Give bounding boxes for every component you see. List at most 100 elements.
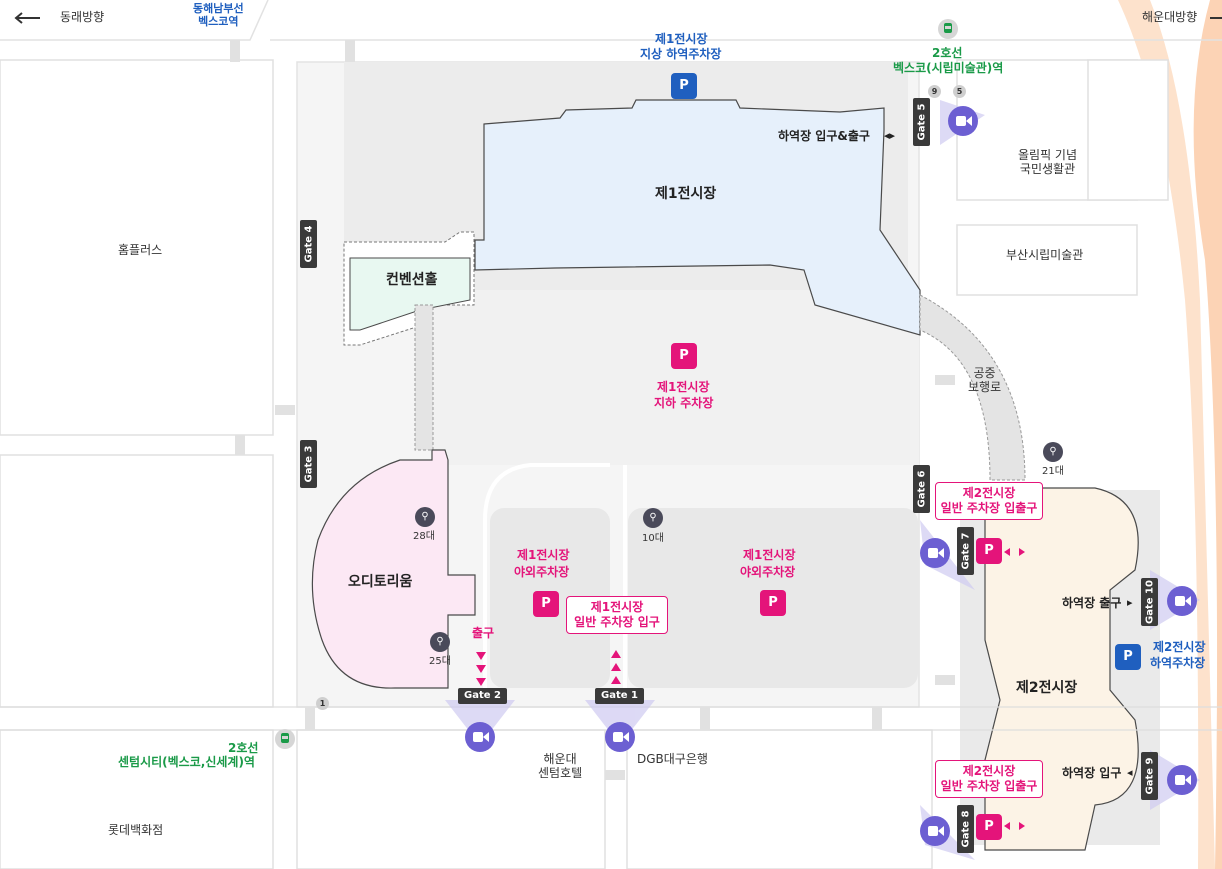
- donghae-station-label: 동해남부선 벡스코역: [193, 2, 244, 29]
- parking-icon[interactable]: P: [671, 73, 697, 99]
- exit-number-5: 5: [953, 85, 966, 98]
- hall2-unload-sub: 하역주차장: [1150, 656, 1206, 670]
- exit-number-1: 1: [316, 697, 329, 710]
- exit-number-9: 9: [928, 85, 941, 98]
- camera-icon[interactable]: [465, 722, 495, 752]
- camera-icon[interactable]: [605, 722, 635, 752]
- exit-label: 출구: [472, 626, 495, 640]
- parking-icon[interactable]: P: [976, 814, 1002, 840]
- lot-curve-deco: [483, 463, 627, 688]
- general-entrance-title: 제1전시장: [590, 600, 644, 614]
- homeplus-label: 홈플러스: [118, 243, 163, 257]
- ground-parking-sub: 지상 하역주차장: [640, 47, 722, 61]
- gate-6-label: Gate 6: [916, 470, 927, 508]
- gate-7-label: Gate 7: [960, 532, 971, 570]
- bicycle-icon: ⚲: [415, 507, 435, 527]
- highway-road-curve: [1118, 0, 1215, 869]
- gate-4-label: Gate 4: [303, 225, 314, 263]
- underground-title: 제1전시장: [657, 380, 710, 394]
- line2-centum-name: 센텀시티(벡스코,신세계)역: [118, 755, 255, 769]
- gate-1-label: Gate 1: [601, 690, 638, 701]
- hall1-shape: [474, 99, 921, 336]
- convention-label: 컨벤션홀: [386, 272, 438, 288]
- camera-icon[interactable]: [920, 816, 950, 846]
- outdoor-right-sub: 야외주차장: [740, 565, 796, 579]
- hall2-label: 제2전시장: [1016, 680, 1078, 696]
- outdoor-left-title: 제1전시장: [517, 548, 570, 562]
- arrow-right-icon: ▸: [1127, 596, 1133, 609]
- gate-9[interactable]: Gate 9: [1141, 752, 1158, 800]
- road-top: [0, 0, 1222, 41]
- unload-entry-label: 하역장 입구: [1062, 766, 1122, 780]
- auditorium-shape: [311, 449, 476, 689]
- bike-count-25: 25대: [429, 656, 451, 667]
- outdoor-left-sub: 야외주차장: [514, 565, 570, 579]
- gate-3[interactable]: Gate 3: [300, 440, 317, 488]
- bicycle-icon: ⚲: [430, 632, 450, 652]
- unload-entry-exit-label: 하역장 입구&출구: [778, 129, 870, 143]
- bidirectional-arrow-icon: ◂▸: [884, 129, 896, 142]
- hall1-label: 제1전시장: [655, 186, 717, 202]
- general-entrance-sub: 일반 주차장 입구: [574, 615, 660, 629]
- underground-sub: 지하 주차장: [654, 396, 714, 410]
- camera-icon[interactable]: [1167, 765, 1197, 795]
- bicycle-icon: ⚲: [1043, 442, 1063, 462]
- ground-parking-title: 제1전시장: [655, 32, 708, 46]
- highway-road: [1150, 0, 1222, 869]
- direction-right-label: 해운대방향: [1142, 10, 1198, 24]
- gate-2[interactable]: Gate 2: [458, 688, 507, 704]
- gate-5-label: Gate 5: [916, 103, 927, 141]
- parking-icon[interactable]: P: [976, 538, 1002, 564]
- camera-icon[interactable]: [948, 106, 978, 136]
- line2-bexco-line: 2호선: [932, 46, 963, 60]
- general-parking-entrance-box[interactable]: 제1전시장 일반 주차장 입구: [566, 596, 668, 634]
- lotte-label: 롯데백화점: [108, 823, 164, 837]
- museum-label: 부산시립미술관: [1006, 248, 1084, 262]
- crosswalks: [230, 40, 955, 780]
- gate-3-label: Gate 3: [303, 445, 314, 483]
- gate-2-label: Gate 2: [464, 690, 501, 701]
- gate-10-label: Gate 10: [1144, 580, 1155, 624]
- line2-centum-line: 2호선: [228, 741, 259, 755]
- camera-icon[interactable]: [1167, 586, 1197, 616]
- gate-8[interactable]: Gate 8: [957, 805, 974, 853]
- gate-8-label: Gate 8: [960, 810, 971, 848]
- unload-exit-label: 하역장 출구: [1062, 596, 1122, 610]
- city-blocks: [0, 59, 1169, 869]
- gate-7[interactable]: Gate 7: [957, 527, 974, 575]
- walkway: [414, 304, 434, 451]
- hall2-parking-bottom-title: 제2전시장: [962, 764, 1016, 778]
- gate-10[interactable]: Gate 10: [1141, 578, 1158, 626]
- gate-5[interactable]: Gate 5: [913, 98, 930, 146]
- train-icon: [938, 19, 958, 39]
- outdoor-right-title: 제1전시장: [743, 548, 796, 562]
- olympic-label: 올림픽 기념 국민생활관: [1018, 148, 1078, 177]
- parking-icon[interactable]: P: [1115, 644, 1141, 670]
- bike-count-21: 21대: [1042, 466, 1064, 477]
- hall2-parking-bottom-box[interactable]: 제2전시장 일반 주차장 입출구: [935, 760, 1043, 798]
- parking-icon[interactable]: P: [533, 591, 559, 617]
- hall2-parking-bottom-sub: 일반 주차장 입출구: [940, 779, 1038, 793]
- hall2-parking-top-title: 제2전시장: [962, 486, 1016, 500]
- bike-count-10: 10대: [642, 533, 664, 544]
- hall2-unload-title: 제2전시장: [1153, 640, 1206, 654]
- gate-6[interactable]: Gate 6: [913, 465, 930, 513]
- hall2-shape: [984, 487, 1139, 851]
- parking-icon[interactable]: P: [760, 590, 786, 616]
- auditorium-label: 오디토리움: [348, 574, 413, 590]
- gate-1[interactable]: Gate 1: [595, 688, 644, 704]
- direction-arrows: [476, 548, 1025, 830]
- bike-count-28: 28대: [413, 531, 435, 542]
- skywalk-shape: [919, 294, 1026, 481]
- hall2-parking-top-box[interactable]: 제2전시장 일반 주차장 입출구: [935, 482, 1043, 520]
- camera-icon[interactable]: [920, 538, 950, 568]
- centum-hotel-label: 해운대 센텀호텔: [538, 752, 583, 781]
- gate-9-label: Gate 9: [1144, 757, 1155, 795]
- skywalk-label: 공중 보행로: [968, 366, 1002, 395]
- train-icon: [275, 729, 295, 749]
- underground-lot: [433, 290, 919, 465]
- parking-icon[interactable]: P: [671, 343, 697, 369]
- hall2-parking-top-sub: 일반 주차장 입출구: [940, 501, 1038, 515]
- gate-4[interactable]: Gate 4: [300, 220, 317, 268]
